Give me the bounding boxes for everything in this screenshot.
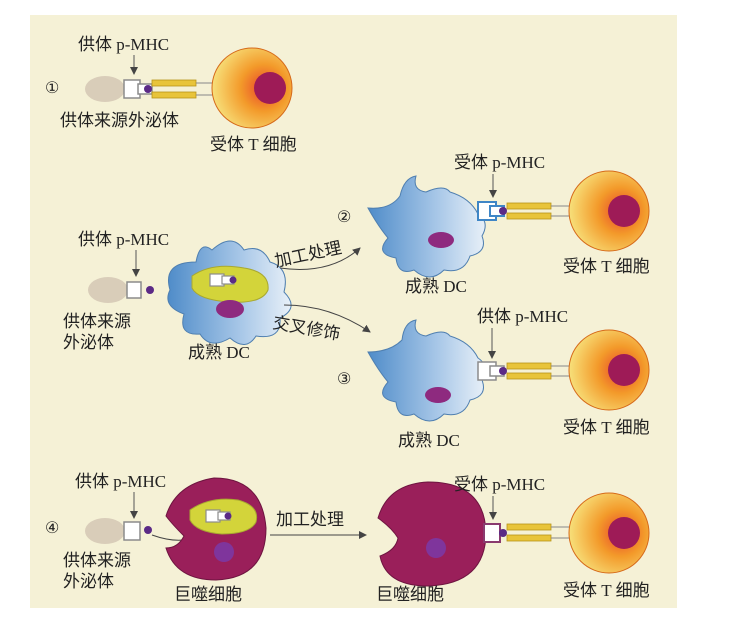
peptide bbox=[499, 207, 507, 215]
peptide bbox=[144, 526, 152, 534]
donor-exosome-label-line1: 供体来源 bbox=[63, 551, 131, 570]
donor-exosome-label-line2: 外泌体 bbox=[63, 333, 114, 352]
donor-exosome bbox=[88, 277, 128, 303]
recipient-t-cell-label: 受体 T 细胞 bbox=[210, 135, 297, 154]
donor-pmhc bbox=[123, 521, 152, 541]
donor-exosome-label: 供体来源外泌体 bbox=[60, 111, 179, 130]
donor-exosome-label-line2: 外泌体 bbox=[63, 572, 114, 591]
recipient-t-cell bbox=[211, 47, 293, 129]
scenario-1-number: ① bbox=[45, 80, 59, 97]
internalized-pmhc bbox=[205, 509, 232, 523]
donor-pmhc-label: 供体 p-MHC bbox=[78, 230, 169, 249]
recipient-pmhc-label: 受体 p-MHC bbox=[454, 153, 545, 172]
dc-nucleus bbox=[425, 387, 451, 403]
processing-arrow bbox=[279, 247, 361, 270]
donor-pmhc bbox=[477, 361, 507, 381]
t-cell-nucleus bbox=[254, 72, 286, 104]
macrophage-label: 巨噬细胞 bbox=[376, 585, 444, 604]
dc-nucleus bbox=[428, 232, 454, 248]
recipient-pmhc-label: 受体 p-MHC bbox=[454, 475, 545, 494]
donor-exosome-label-line1: 供体来源 bbox=[63, 312, 131, 331]
mature-dc-label: 成熟 DC bbox=[398, 430, 460, 450]
macrophage-pmhc bbox=[483, 523, 507, 543]
donor-pmhc bbox=[126, 281, 154, 299]
tcr bbox=[506, 362, 572, 380]
recipient-t-cell bbox=[568, 170, 650, 252]
macrophage-presenting bbox=[377, 481, 487, 587]
internalized-pmhc bbox=[209, 273, 237, 287]
donor-pmhc-label: 供体 p-MHC bbox=[477, 307, 568, 326]
donor-exosome bbox=[85, 76, 125, 102]
recipient-t-cell-label: 受体 T 细胞 bbox=[563, 418, 650, 437]
tcr bbox=[506, 523, 572, 542]
recipient-t-cell bbox=[568, 492, 650, 574]
macrophage-nucleus bbox=[214, 542, 234, 562]
recipient-t-cell-label: 受体 T 细胞 bbox=[563, 257, 650, 276]
recipient-t-cell-label: 受体 T 细胞 bbox=[563, 581, 650, 600]
t-cell-nucleus bbox=[608, 517, 640, 549]
processing-label: 加工处理 bbox=[276, 510, 344, 529]
mature-dc bbox=[367, 175, 486, 278]
tcr bbox=[151, 79, 215, 99]
donor-exosome bbox=[85, 518, 125, 544]
macrophage-engulfing bbox=[165, 477, 267, 581]
donor-pmhc-label: 供体 p-MHC bbox=[78, 35, 169, 54]
cross-dressing-arrow bbox=[283, 304, 371, 333]
t-cell-nucleus bbox=[608, 195, 640, 227]
scenario-3-number: ③ bbox=[337, 371, 351, 388]
background-panel bbox=[30, 15, 677, 608]
scenario-4-number: ④ bbox=[45, 520, 59, 537]
scenario-1: ① 供体 p-MHC 供体来源外泌体 受体 T 细胞 bbox=[45, 35, 297, 154]
scenario-2-number: ② bbox=[337, 209, 351, 226]
scenario-3: ③ 供体 p-MHC 成熟 DC 受体 T 细胞 bbox=[337, 307, 650, 450]
mature-dc bbox=[367, 319, 486, 422]
scenario-4: ④ 供体 p-MHC 供体来源 外泌体 巨噬细胞 加工处理 受体 p bbox=[45, 472, 650, 604]
donor-pmhc-label: 供体 p-MHC bbox=[75, 472, 166, 491]
macrophage-label: 巨噬细胞 bbox=[174, 585, 242, 604]
macrophage-nucleus bbox=[426, 538, 446, 558]
scenario-2-3-source: 供体 p-MHC 供体来源 外泌体 成熟 DC 加工处理 交叉修饰 bbox=[63, 230, 371, 362]
recipient-t-cell bbox=[568, 329, 650, 411]
mature-dc-center bbox=[167, 240, 292, 345]
scenario-2: ② 受体 p-MHC 成熟 DC 受体 T 细胞 bbox=[337, 153, 650, 296]
mature-dc-label: 成熟 DC bbox=[188, 342, 250, 362]
peptide bbox=[144, 85, 152, 93]
donor-pmhc bbox=[123, 79, 153, 99]
tcr bbox=[506, 202, 572, 220]
dc-nucleus bbox=[216, 300, 244, 318]
t-cell-nucleus bbox=[608, 354, 640, 386]
peptide bbox=[146, 286, 154, 294]
mature-dc-label: 成熟 DC bbox=[405, 276, 467, 296]
recipient-pmhc bbox=[477, 201, 507, 221]
peptide bbox=[499, 367, 507, 375]
peptide bbox=[499, 529, 507, 537]
